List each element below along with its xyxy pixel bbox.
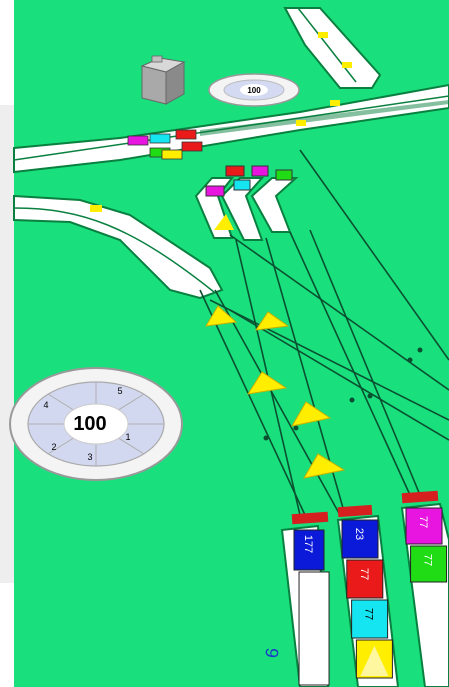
dial-ring-number: 2 (51, 442, 56, 452)
dial-ring-number: 5 (117, 386, 122, 396)
dial-large-label: 100 (73, 413, 106, 435)
dial-ring-number: 1 (125, 432, 130, 442)
dial-ring-number: 3 (87, 452, 92, 462)
dial-ring-number: 4 (43, 400, 48, 410)
